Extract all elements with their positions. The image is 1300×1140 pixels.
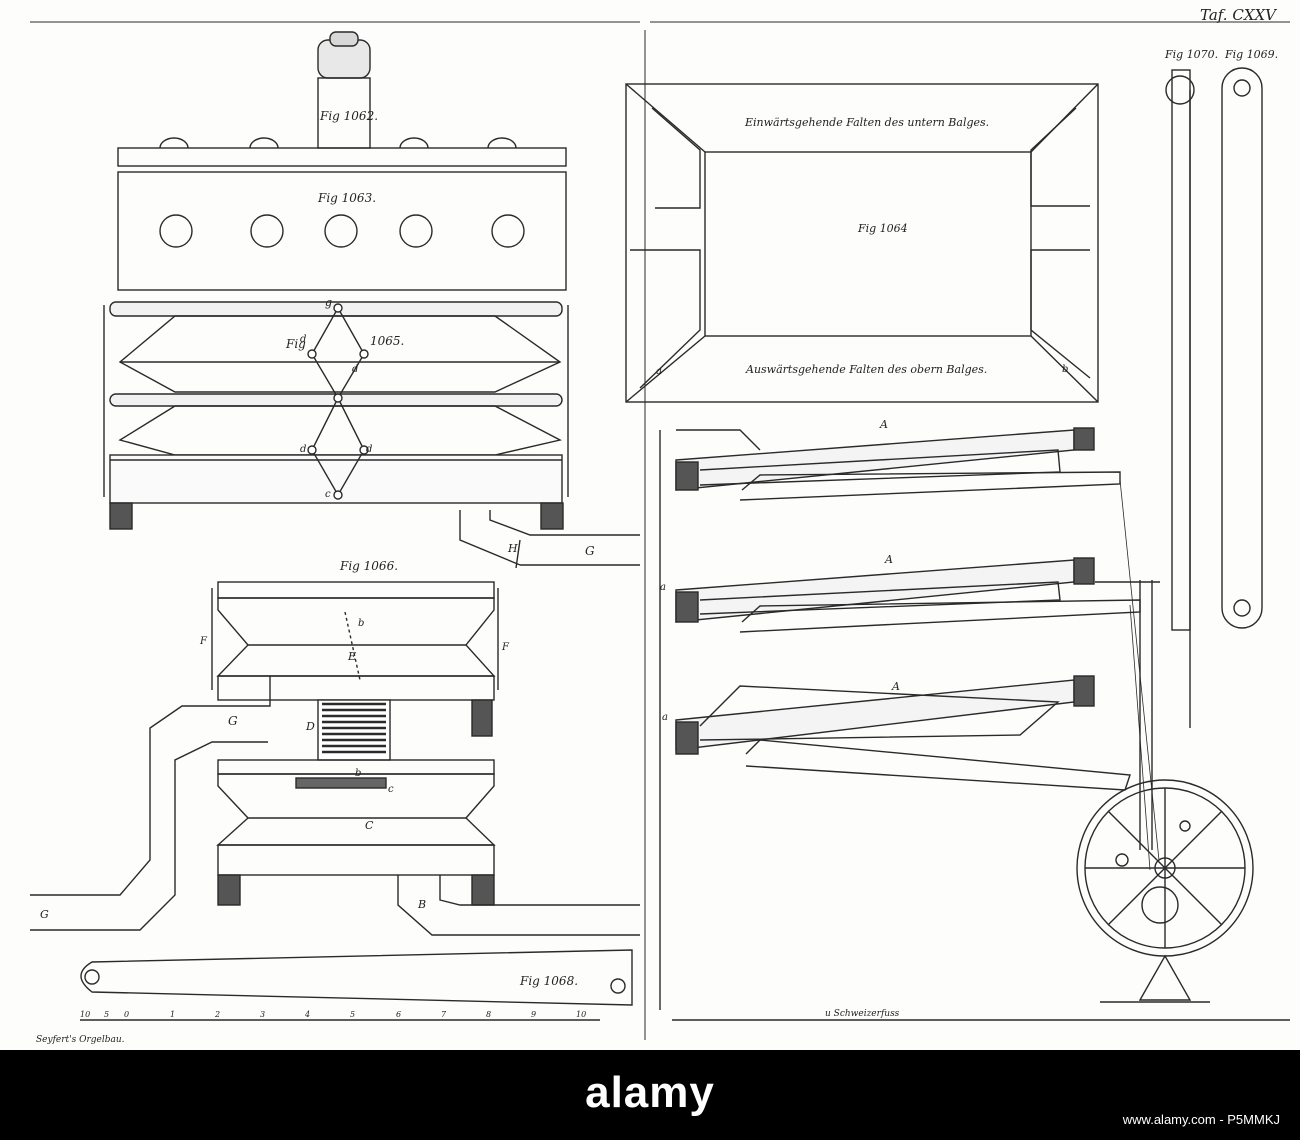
scale-tick-8: 6	[396, 1010, 401, 1019]
wind-duct-h: H G	[459, 510, 640, 569]
letter-A-3: A	[891, 680, 900, 693]
scale-tick-9: 7	[441, 1010, 447, 1019]
fig-1070-label: Fig 1070.	[1164, 48, 1218, 61]
scale-tick-0: 10	[80, 1010, 90, 1019]
letter-E: E	[347, 650, 356, 663]
fig-1063-board: Fig 1063.	[117, 171, 567, 291]
letter-H: H	[507, 542, 518, 555]
fig-1062-plank: Fig 1062.	[117, 31, 567, 167]
letter-b-low: b	[355, 768, 361, 779]
scale-tick-1: 5	[104, 1010, 109, 1019]
letter-d-3: d	[300, 444, 306, 455]
caption-inward-folds: Einwärtsgehende Falten des untern Balges…	[744, 116, 989, 129]
fig-1069-label: Fig 1069.	[1224, 48, 1278, 61]
letter-d-1: d	[300, 334, 306, 345]
fig-1065-label-a: Fig	[285, 337, 306, 351]
technical-plate: Taf. CXXV Fig 1062. Fig 1063.	[30, 6, 1290, 1045]
letter-C: C	[365, 819, 374, 832]
fig-1070-rod: Fig 1070.	[1164, 48, 1218, 728]
fig-1068-lever: Fig 1068.	[80, 949, 633, 1006]
fig-1066-label: Fig 1066.	[339, 559, 398, 573]
letter-g: g	[325, 296, 332, 309]
stock-id: www.alamy.com - P5MMKJ	[1122, 1112, 1280, 1127]
flywheel	[1076, 779, 1254, 1003]
letter-D: D	[305, 720, 315, 733]
letter-a-low: a	[662, 712, 668, 723]
fig-1063-label: Fig 1063.	[317, 191, 376, 205]
letter-d-2: d	[352, 364, 358, 375]
plate-drawing: Taf. CXXV Fig 1062. Fig 1063.	[30, 6, 1290, 1045]
letter-G-low: G	[40, 908, 49, 921]
engraver-signature: Seyfert's Orgelbau.	[36, 1035, 125, 1045]
letter-c-low: c	[388, 784, 394, 795]
letter-A-1: A	[879, 418, 888, 431]
letter-c-1065: c	[325, 489, 331, 500]
wind-trunk-g: G G B	[30, 676, 640, 936]
scale-tick-6: 4	[304, 1010, 310, 1019]
fig-1068-label: Fig 1068.	[519, 974, 578, 988]
letter-A-2: A	[884, 553, 893, 566]
fig-1062-label: Fig 1062.	[319, 109, 378, 123]
fig-1066-section: Fig 1066. F F E b D b c C	[199, 559, 510, 906]
fig-1069-link: Fig 1069.	[1221, 48, 1278, 629]
scale-tick-3: 1	[170, 1010, 175, 1019]
scale-tick-2: 0	[124, 1010, 129, 1019]
scale-tick-11: 9	[531, 1010, 536, 1019]
scale-tick-7: 5	[350, 1010, 355, 1019]
scale-bar: 10 5 0 1 2 3 4 5 6 7 8 9 10 Seyfert's Or…	[36, 1010, 600, 1045]
watermark-logo: alamy	[585, 1068, 715, 1117]
plate-number: Taf. CXXV	[1200, 6, 1278, 24]
letter-G-mid: G	[228, 714, 238, 728]
letter-a-mid: a	[660, 582, 666, 593]
fig-1065-label-b: 1065.	[370, 334, 404, 348]
letter-a-1064: a	[656, 366, 662, 377]
fig-1064-label: Fig 1064	[857, 222, 908, 235]
letter-F-right: F	[501, 642, 510, 653]
letter-b-1064: b	[1062, 364, 1068, 375]
right-baseline: u Schweizerfuss	[672, 1009, 1290, 1021]
scale-tick-10: 8	[486, 1010, 491, 1019]
spring-d: D	[305, 699, 391, 761]
scale-tick-4: 2	[214, 1010, 220, 1019]
letter-B: B	[417, 898, 426, 911]
scale-unit-label: u Schweizerfuss	[825, 1009, 900, 1019]
letter-b-top: b	[358, 618, 364, 629]
fig-1065-bellows: Fig 1065. g d d d d c	[103, 296, 569, 530]
caption-outward-folds: Auswärtsgehende Falten des obern Balges.	[745, 363, 987, 376]
letter-d-4: d	[366, 444, 372, 455]
stock-footer	[0, 1050, 1300, 1140]
letter-G-top: G	[585, 544, 595, 558]
letter-F-left: F	[199, 636, 208, 647]
fig-1064-plan: Einwärtsgehende Falten des untern Balges…	[625, 83, 1099, 403]
scale-tick-5: 3	[260, 1010, 265, 1019]
wedge-bellows-stack: A A a A a	[659, 418, 1161, 1010]
scale-tick-12: 10	[576, 1010, 586, 1019]
